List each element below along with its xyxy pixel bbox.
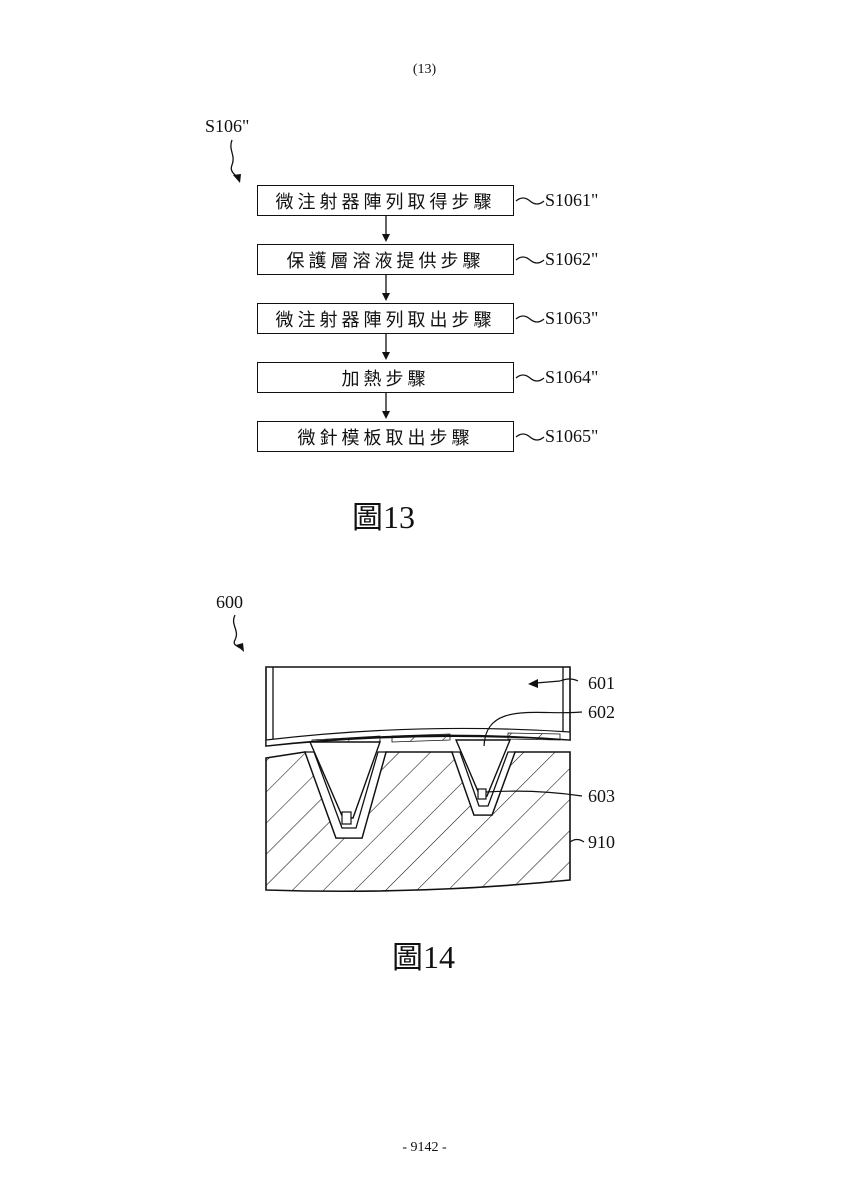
page-number-footer: - 9142 -	[0, 1140, 849, 1156]
figure14-caption: 圖14	[392, 932, 455, 977]
label-603: 603	[588, 786, 615, 807]
label-602: 602	[588, 702, 615, 723]
label-910: 910	[588, 832, 615, 853]
mold-910	[266, 752, 570, 891]
label-601: 601	[588, 673, 615, 694]
figure14-caption-prefix: 圖	[392, 940, 423, 976]
figure14-caption-number: 14	[423, 939, 455, 975]
